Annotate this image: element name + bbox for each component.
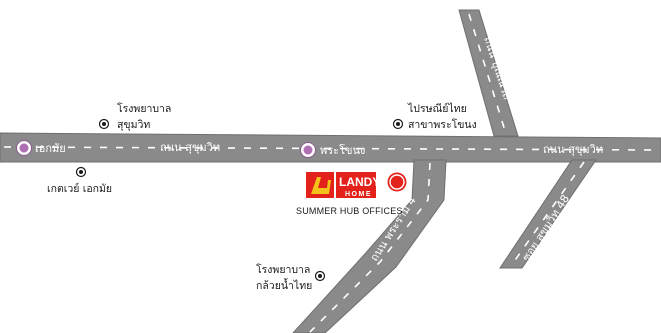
poi-kluaynamthai-hospital: โรงพยาบาล กล้วยน้ำไทย bbox=[256, 263, 326, 292]
station-phrakhanong: พระโขนง bbox=[300, 142, 365, 158]
poi-sukhumvit-hospital: โรงพยาบาล สุขุมวิท bbox=[98, 102, 171, 131]
station-label-ekkamai: เอกมัย bbox=[35, 142, 66, 155]
soi48-road bbox=[499, 159, 597, 269]
logo-wordmark: LANDY bbox=[339, 175, 380, 189]
poi-marker-dot bbox=[79, 170, 83, 174]
logo-caption: SUMMER HUB OFFICES bbox=[296, 206, 403, 216]
poi-label-line2: สุขุมวิท bbox=[117, 119, 150, 131]
poi-post-office: ไปรษณีย์ไทย สาขาพระโขนง bbox=[392, 102, 477, 131]
road-label-sukhumvit-left: ถนน สุขุมวิท bbox=[160, 141, 220, 154]
logo-wordmark-bg bbox=[336, 172, 376, 198]
poi-gateway-ekkamai: เกตเวย์ เอกมัย bbox=[47, 166, 112, 195]
poi-marker-dot bbox=[102, 122, 106, 126]
station-ekkamai: เอกมัย bbox=[16, 140, 66, 156]
poi-label-line1: ไปรษณีย์ไทย bbox=[407, 102, 467, 115]
station-label-phrakhanong: พระโขนง bbox=[320, 143, 365, 157]
logo-emblem-mark bbox=[311, 177, 331, 194]
poi-marker-dot bbox=[318, 274, 322, 278]
landy-home-logo: LANDY HOME SUMMER HUB OFFICES bbox=[296, 172, 403, 216]
rama4-road bbox=[292, 159, 447, 333]
bts-station-icon-inner bbox=[303, 145, 313, 155]
top-right-road bbox=[458, 9, 519, 137]
poi-label-line2: สาขาพระโขนง bbox=[408, 118, 477, 131]
poi-label-line1: โรงพยาบาล bbox=[256, 263, 310, 276]
sukhumvit-road bbox=[0, 132, 661, 163]
poi-marker-dot bbox=[396, 122, 400, 126]
poi-label-gateway-ekkamai: เกตเวย์ เอกมัย bbox=[47, 182, 112, 195]
poi-label-line2: กล้วยน้ำไทย bbox=[256, 278, 312, 292]
logo-subword: HOME bbox=[345, 191, 372, 198]
poi-label-line1: โรงพยาบาล bbox=[117, 102, 171, 115]
bts-station-icon-inner bbox=[19, 143, 29, 153]
location-target-icon bbox=[387, 172, 407, 192]
road-label-sukhumvit-right: ถนน สุขุมวิท bbox=[543, 143, 603, 156]
